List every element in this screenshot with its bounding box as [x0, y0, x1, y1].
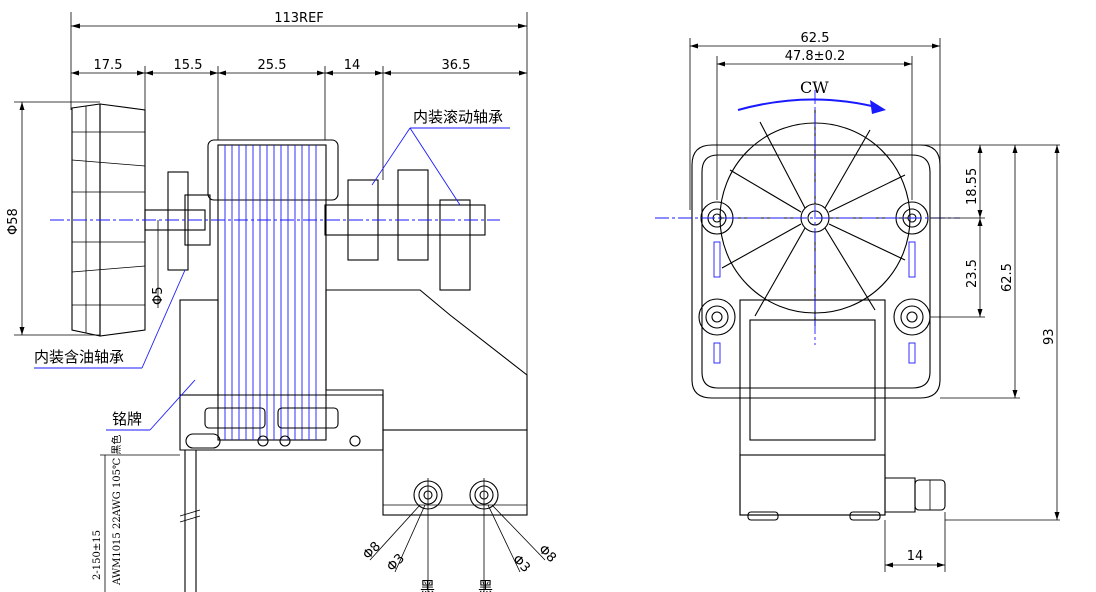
dim-seg-3: 25.5 — [258, 58, 287, 73]
terminal-left-color: 黑 — [420, 578, 435, 592]
annotations: 内装滚动轴承 内装含油轴承 铭牌 — [34, 108, 510, 431]
hole-right-inner-label: Φ3 — [509, 552, 533, 576]
dim-frame-height-label: 62.5 — [1000, 263, 1015, 292]
lead-wire-spec: AWM1015 22AWG 105℃ 黑色 — [110, 435, 123, 586]
dim-front-width: 62.5 47.8±0.2 — [689, 31, 941, 210]
dim-total-height-label: 93 — [1042, 328, 1057, 345]
front-frame — [691, 144, 946, 521]
rotation-arrow — [737, 98, 881, 111]
lead-length-label: 2-150±15 — [92, 530, 103, 580]
dim-segments: 17.5 15.5 25.5 14 36.5 — [71, 58, 527, 210]
dim-overall: 113REF — [70, 11, 528, 375]
dim-mid-label: 23.5 — [965, 259, 980, 288]
dim-front-heights: 18.55 23.5 62.5 93 — [920, 144, 1060, 521]
stator-stack — [207, 139, 339, 441]
note-rolling-bearing: 内装滚动轴承 — [413, 108, 503, 126]
lead-wires: 2-150±15 AWM1015 22AWG 105℃ 黑色 — [92, 435, 201, 592]
dim-pipe-label: 14 — [907, 549, 924, 564]
note-oil-bearing: 内装含油轴承 — [34, 348, 124, 366]
front-view: 62.5 47.8±0.2 CW — [655, 31, 1060, 572]
dim-seg-2: 15.5 — [174, 58, 203, 73]
dim-seg-4: 14 — [344, 58, 361, 73]
dim-fan-label: Φ58 — [6, 208, 21, 235]
housing — [179, 169, 528, 516]
hole-left-outer-label: Φ8 — [360, 539, 384, 563]
dim-overall-label: 113REF — [274, 11, 324, 26]
hole-left-inner-label: Φ3 — [384, 551, 408, 575]
dim-seg-5: 36.5 — [442, 58, 471, 73]
dim-front-width-label: 62.5 — [801, 31, 830, 46]
dim-fan-diameter: Φ58 — [6, 101, 100, 336]
note-nameplate: 铭牌 — [112, 410, 142, 428]
fan-wheel — [71, 103, 146, 337]
side-view: 113REF 17.5 15.5 25.5 14 36.5 — [6, 11, 559, 592]
dim-top-label: 18.55 — [965, 168, 980, 205]
rotation-direction: CW — [800, 78, 829, 97]
terminal-right-color: 黑 — [478, 578, 493, 592]
hole-right-outer-label: Φ8 — [535, 542, 559, 566]
shaft: Φ5 — [144, 171, 486, 308]
dim-seg-1: 17.5 — [94, 58, 123, 73]
dim-shaft-label: Φ5 — [151, 286, 166, 305]
rotation-arrow-head — [870, 100, 886, 114]
dim-pipe: 14 — [884, 512, 946, 572]
dim-hole-spacing-label: 47.8±0.2 — [785, 49, 846, 64]
terminal-holes: Φ8 Φ3 Φ3 Φ8 黑 黑 — [360, 478, 559, 592]
